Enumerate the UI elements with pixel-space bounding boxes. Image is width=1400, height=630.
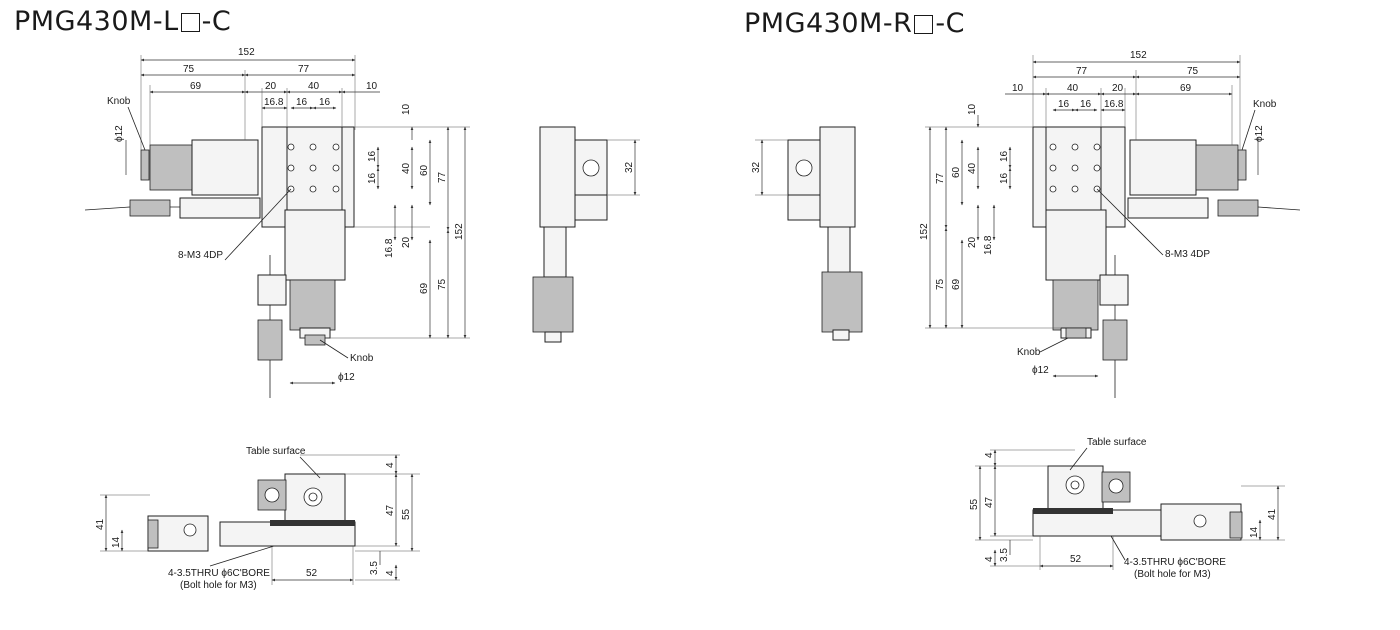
left-side-view: 32 xyxy=(532,126,640,343)
left-front-view: 4 47 55 3.5 4 41 14 52 Table surface 4-3… xyxy=(95,446,420,591)
knob-label-right-bottom: Knob xyxy=(1017,347,1041,358)
dim-69-side-r: 69 xyxy=(951,278,962,290)
dim-16-8-side-r: 16.8 xyxy=(983,235,994,255)
title-left-prefix: PMG430M-L xyxy=(14,6,179,37)
left-motor-bottom xyxy=(289,279,336,331)
right-top-view: 152 77 75 69 10 40 20 16 16 16.8 152 77 … xyxy=(919,50,1301,398)
left-lower-stage xyxy=(284,209,346,281)
dim-40-r: 40 xyxy=(1067,83,1079,94)
holes-label-right: 8-M3 4DP xyxy=(1165,249,1210,260)
dim-55-l: 55 xyxy=(401,508,412,520)
phi12-right-bottom: ϕ12 xyxy=(1032,365,1049,376)
dim-16-r-a: 16 xyxy=(1058,99,1070,110)
dim-60-r: 60 xyxy=(951,166,962,178)
phi12-left-knob: ϕ12 xyxy=(114,125,125,142)
phi12-right-knob: ϕ12 xyxy=(1254,125,1265,142)
table-surface-label-l: Table surface xyxy=(246,446,306,457)
thru-bore-label-l: 4-3.5THRU ϕ6C'BORE xyxy=(168,568,270,579)
bolt-note-r: (Bolt hole for M3) xyxy=(1134,569,1211,580)
knob-label-left-bottom: Knob xyxy=(350,353,374,364)
title-left: PMG430M-L -C xyxy=(14,6,231,37)
dim-14-r: 14 xyxy=(1249,526,1260,538)
dim-3-5-l: 3.5 xyxy=(369,561,380,575)
dim-10-top: 10 xyxy=(366,81,378,92)
dim-77: 77 xyxy=(298,64,310,75)
dim-77-r: 77 xyxy=(1076,66,1088,77)
dim-75: 75 xyxy=(183,64,195,75)
dim-4-bottom-r: 4 xyxy=(984,556,995,562)
dim-20-side-r: 20 xyxy=(967,236,978,248)
dim-47-r: 47 xyxy=(984,496,995,508)
holes-label-left: 8-M3 4DP xyxy=(178,250,223,261)
dim-16-b: 16 xyxy=(319,97,331,108)
dim-77-side-r: 77 xyxy=(935,172,946,184)
dim-41-r: 41 xyxy=(1267,508,1278,520)
dim-16-side-r-a: 16 xyxy=(999,150,1010,162)
dim-4-top-r: 4 xyxy=(984,452,995,458)
thru-bore-label-r: 4-3.5THRU ϕ6C'BORE xyxy=(1124,557,1226,568)
bolt-note-l: (Bolt hole for M3) xyxy=(180,580,257,591)
table-surface-label-r: Table surface xyxy=(1087,437,1147,448)
dim-16-side-b: 16 xyxy=(367,172,378,184)
right-front-view: 4 47 55 3.5 4 41 14 52 Table surface 4-3… xyxy=(969,437,1285,580)
dim-55-r: 55 xyxy=(969,498,980,510)
left-top-view: 152 75 77 69 20 40 10 16.8 16 16 152 77 … xyxy=(84,47,470,398)
dim-10-side: 10 xyxy=(401,103,412,115)
dim-16-side-a: 16 xyxy=(367,150,378,162)
dim-20-r: 20 xyxy=(1112,83,1124,94)
dim-32-right: 32 xyxy=(751,161,762,173)
dim-152-side-r: 152 xyxy=(919,223,930,240)
dim-20-side: 20 xyxy=(401,236,412,248)
dim-47-l: 47 xyxy=(385,504,396,516)
knob-label-left-top: Knob xyxy=(107,96,131,107)
dim-16-a: 16 xyxy=(296,97,308,108)
dim-10-side-r: 10 xyxy=(967,103,978,115)
dim-52-r: 52 xyxy=(1070,554,1082,565)
dim-4-top-l: 4 xyxy=(385,462,396,468)
knob-label-right-top: Knob xyxy=(1253,99,1277,110)
dim-16-8-top: 16.8 xyxy=(264,97,284,108)
dim-16-8-r: 16.8 xyxy=(1104,99,1124,110)
dim-41-l: 41 xyxy=(95,518,106,530)
dim-32-left: 32 xyxy=(624,161,635,173)
title-right: PMG430M-R -C xyxy=(744,8,965,39)
dim-16-side-r-b: 16 xyxy=(999,172,1010,184)
title-right-prefix: PMG430M-R xyxy=(744,8,913,39)
dim-4-bottom-l: 4 xyxy=(385,570,396,576)
dim-14-l: 14 xyxy=(111,536,122,548)
dim-77-side: 77 xyxy=(437,171,448,183)
dim-40-side: 40 xyxy=(401,162,412,174)
dim-52-l: 52 xyxy=(306,568,318,579)
dim-152-top-r: 152 xyxy=(1130,50,1147,61)
blank-box-icon xyxy=(180,13,200,32)
dim-69-side: 69 xyxy=(419,282,430,294)
dim-75-side: 75 xyxy=(437,278,448,290)
dim-40: 40 xyxy=(308,81,320,92)
dim-20: 20 xyxy=(265,81,277,92)
dim-75-r: 75 xyxy=(1187,66,1199,77)
dim-69-r: 69 xyxy=(1180,83,1192,94)
dim-3-5-r: 3.5 xyxy=(999,548,1010,562)
dim-69: 69 xyxy=(190,81,202,92)
blank-box-icon xyxy=(914,15,934,34)
dim-40-side-r: 40 xyxy=(967,162,978,174)
dim-10-top-r: 10 xyxy=(1012,83,1024,94)
left-motor xyxy=(149,144,193,191)
dim-152-top: 152 xyxy=(238,47,255,58)
dim-75-side-r: 75 xyxy=(935,278,946,290)
right-side-view: 32 xyxy=(751,126,863,341)
dim-16-r-b: 16 xyxy=(1080,99,1092,110)
title-left-suffix: -C xyxy=(201,6,232,37)
title-right-suffix: -C xyxy=(935,8,965,39)
dim-60: 60 xyxy=(419,164,430,176)
dim-152-side: 152 xyxy=(454,223,465,240)
phi12-left-bottom: ϕ12 xyxy=(338,372,355,383)
dim-16-8-side: 16.8 xyxy=(384,238,395,258)
